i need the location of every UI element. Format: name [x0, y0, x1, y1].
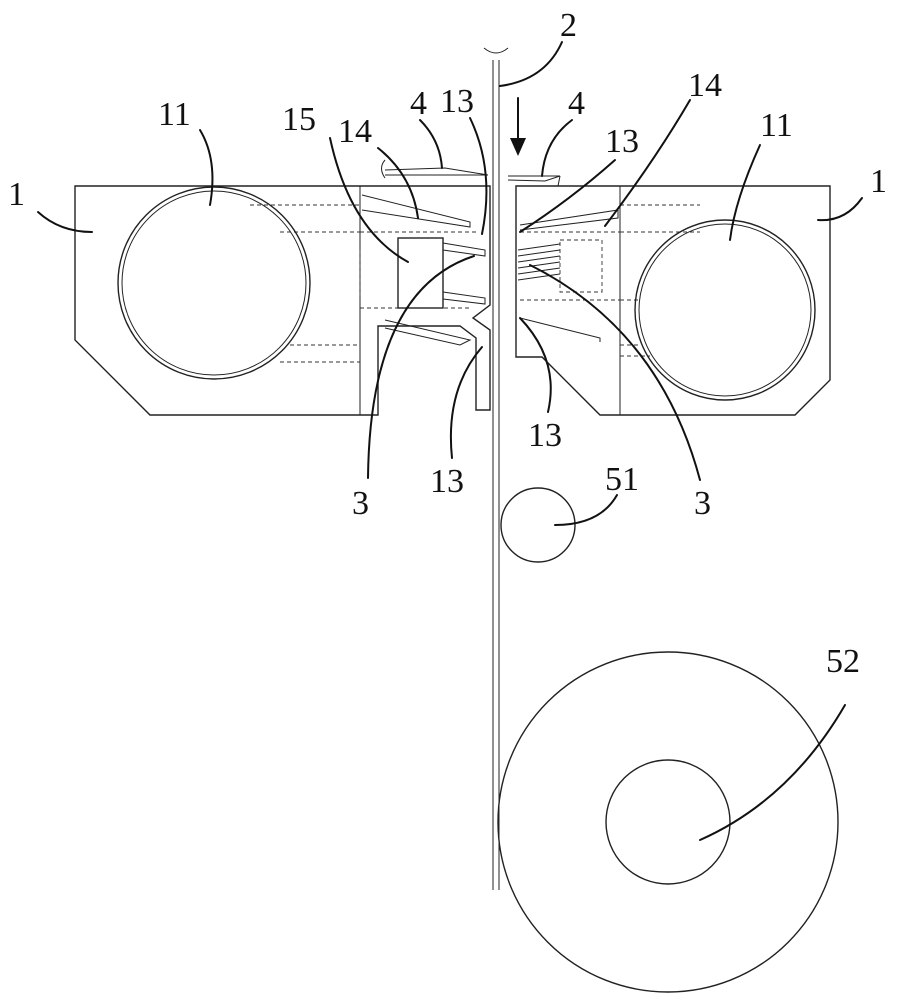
leader-blade-left	[419, 119, 443, 169]
leader-plate-left	[377, 147, 419, 219]
label-block-left: 15	[282, 101, 316, 138]
label-frame-left: 1	[8, 176, 25, 213]
label-film: 2	[560, 7, 577, 44]
label-nozzle-left: 3	[352, 485, 369, 522]
left-roller-outer	[117, 186, 311, 380]
left-blade-tip	[381, 159, 386, 179]
label-13-a: 13	[440, 83, 474, 120]
leader-13-a	[469, 117, 488, 235]
wind-roller-outer	[497, 651, 839, 993]
leader-block-left	[329, 137, 409, 263]
right-block-dashed	[559, 239, 603, 293]
leader-13-d	[519, 317, 552, 413]
left-roller-inner	[121, 190, 307, 376]
left-block	[397, 237, 444, 309]
leader-13-b	[519, 159, 616, 233]
left-blade	[384, 167, 489, 176]
left-nozzle	[442, 291, 486, 305]
leader-roller-left	[199, 129, 214, 206]
label-roller-right: 11	[760, 107, 793, 144]
right-roller-inner	[638, 223, 812, 397]
film-break-mark	[483, 47, 509, 54]
label-plate-left: 14	[338, 113, 372, 150]
leader-frame-right	[817, 197, 863, 222]
label-roller-left: 11	[158, 96, 191, 133]
right-frame	[515, 185, 831, 416]
guide-roller	[500, 487, 576, 563]
feed-arrow-head	[510, 138, 526, 156]
leader-guide-roller	[554, 494, 618, 526]
wind-roller-core	[605, 759, 731, 885]
leader-blade-right	[541, 119, 573, 177]
label-13-b: 13	[605, 123, 639, 160]
label-frame-right: 1	[870, 163, 887, 200]
leader-roller-right	[729, 144, 761, 241]
leader-13-c	[449, 346, 483, 459]
right-blade-tip	[557, 175, 561, 187]
label-guide-roller: 51	[605, 461, 639, 498]
leader-wind-roller	[699, 704, 846, 841]
label-blade-right: 4	[568, 85, 585, 122]
leader-plate-right	[604, 99, 691, 227]
right-roller-outer	[634, 219, 816, 401]
right-lower-channel	[519, 317, 601, 342]
label-wind-roller: 52	[826, 643, 860, 680]
left-lower-plate	[384, 319, 472, 346]
label-nozzle-right: 3	[694, 485, 711, 522]
label-blade-left: 4	[410, 85, 427, 122]
leader-frame-left	[37, 211, 93, 233]
leader-nozzle-left	[367, 255, 475, 479]
right-blade	[507, 175, 561, 182]
label-13-c: 13	[430, 463, 464, 500]
right-nozzle	[517, 243, 561, 281]
leader-nozzle-right	[529, 264, 701, 481]
label-13-d: 13	[528, 417, 562, 454]
left-nozzle	[442, 242, 486, 257]
right-plate	[519, 209, 619, 231]
label-plate-right: 14	[688, 67, 722, 104]
leader-film	[499, 41, 563, 87]
left-frame	[74, 185, 491, 416]
